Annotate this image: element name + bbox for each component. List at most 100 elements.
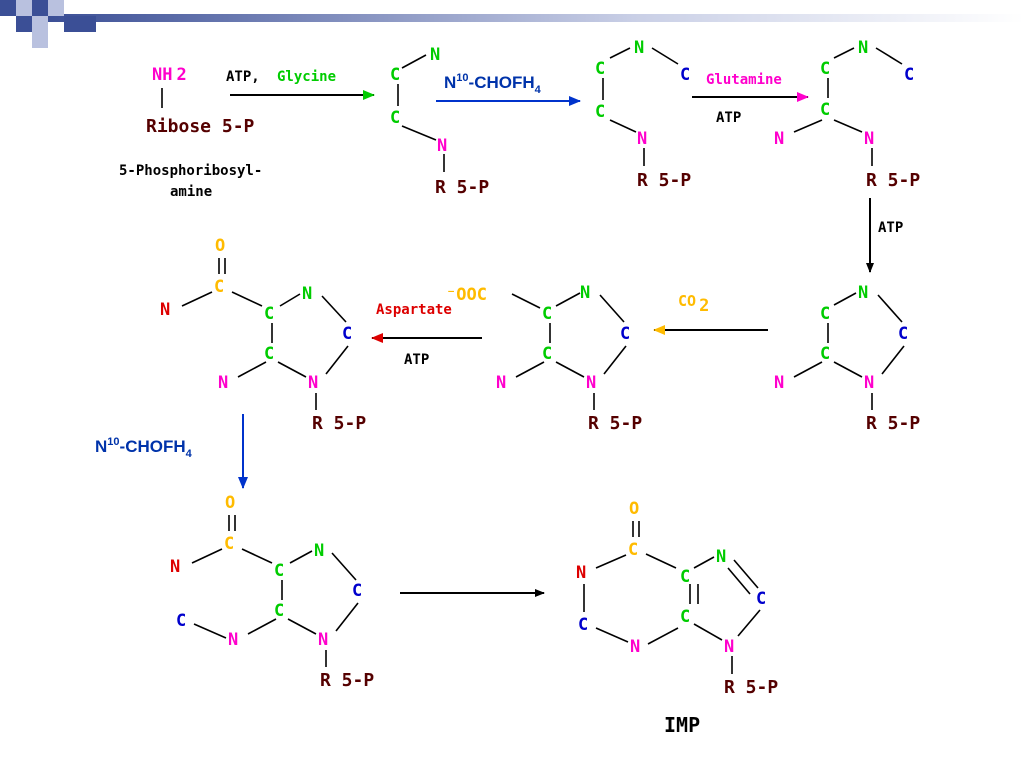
structure-faicar: O C N C N C C C N N R 5-P xyxy=(170,493,374,691)
reagent-glycine: Glycine xyxy=(277,69,336,85)
structure-cair: ⁻OOC C N C C N N R 5-P xyxy=(446,283,642,434)
header-square xyxy=(64,16,80,32)
header-square xyxy=(32,32,48,48)
r5p-label: R 5-P xyxy=(320,670,374,691)
r5p-label: R 5-P xyxy=(435,177,489,198)
atom-c: C xyxy=(176,611,186,631)
reaction-arrow-glycine: ATP, Glycine xyxy=(226,69,375,100)
header-square xyxy=(80,16,96,32)
atom-c: C xyxy=(390,65,400,85)
atom-c: C xyxy=(680,567,690,587)
atom-n: N xyxy=(858,283,868,303)
atom-n: N xyxy=(576,563,586,583)
atom-c: C xyxy=(274,561,284,581)
reagent-n10-chofh4: N10-CHOFH4 xyxy=(95,436,193,460)
atom-n: N xyxy=(170,557,180,577)
reaction-arrow-aspartate: Aspartate ATP xyxy=(371,302,482,368)
atom-n: N xyxy=(580,283,590,303)
atom-c: C xyxy=(542,344,552,364)
atom-c: C xyxy=(820,100,830,120)
reaction-arrow-glutamine: Glutamine ATP xyxy=(692,72,809,126)
atom-n: N xyxy=(318,630,328,650)
reaction-arrow-atp-cyclization: ATP xyxy=(866,198,903,273)
atom-c: C xyxy=(595,59,605,79)
header-gradient-bar xyxy=(48,14,1024,22)
reaction-arrow-formyl-2: N10-CHOFH4 xyxy=(95,414,248,489)
atom-c: C xyxy=(756,589,766,609)
r5p-label: R 5-P xyxy=(312,413,366,434)
structure-fgar: C N C C N R 5-P xyxy=(595,38,691,191)
compound-name-line1: 5-Phosphoribosyl- xyxy=(119,163,262,179)
atom-n: N xyxy=(496,373,506,393)
reagent-atp: ATP xyxy=(404,352,429,368)
structure-aicar: O C N C N C C N N R 5-P xyxy=(160,236,366,434)
header-square xyxy=(48,0,64,16)
structure-air: C N C C N N R 5-P xyxy=(774,283,920,434)
atom-c: C xyxy=(390,108,400,128)
header-square xyxy=(32,16,48,32)
atom-c: C xyxy=(904,65,914,85)
header-square xyxy=(0,0,16,16)
imp-label: IMP xyxy=(664,713,700,737)
reagent-aspartate: Aspartate xyxy=(376,302,452,318)
header-square xyxy=(16,0,32,16)
r5p-label: R 5-P xyxy=(588,413,642,434)
ribose-5p-label: Ribose 5-P xyxy=(146,116,255,137)
atom-n: N xyxy=(228,630,238,650)
atom-c: C xyxy=(578,615,588,635)
atom-c: C xyxy=(264,344,274,364)
r5p-label: R 5-P xyxy=(724,677,778,698)
atom-n: N xyxy=(308,373,318,393)
reagent-n10-chofh4: N10-CHOFH4 xyxy=(444,72,542,96)
structure-gar: C N C N R 5-P xyxy=(390,45,489,198)
atom-c: C xyxy=(214,277,224,297)
atom-n: N xyxy=(864,373,874,393)
atom-c: C xyxy=(264,304,274,324)
atom-n: N xyxy=(630,637,640,657)
atom-c: C xyxy=(898,324,908,344)
header-decoration xyxy=(0,0,1024,48)
atom-c: C xyxy=(542,304,552,324)
atom-c: C xyxy=(680,65,690,85)
atom-o: O xyxy=(215,236,225,256)
atom-n: N xyxy=(774,373,784,393)
reaction-arrow-formyl-1: N10-CHOFH4 xyxy=(436,72,581,106)
atom-c: C xyxy=(820,304,830,324)
header-square xyxy=(32,0,48,16)
atom-n: N xyxy=(437,136,447,156)
structure-fgam: C N C C N N R 5-P xyxy=(774,38,920,191)
atom-n: N xyxy=(430,45,440,65)
atom-n: N xyxy=(774,129,784,149)
r5p-label: R 5-P xyxy=(637,170,691,191)
atom-o: O xyxy=(629,499,639,519)
atom-c: C xyxy=(628,540,638,560)
atom-n: N xyxy=(586,373,596,393)
atom-c: C xyxy=(820,59,830,79)
r5p-label: R 5-P xyxy=(866,170,920,191)
atom-n: N xyxy=(724,637,734,657)
atom-c: C xyxy=(274,601,284,621)
atom-n: N xyxy=(314,541,324,561)
atom-c: C xyxy=(595,102,605,122)
atom-o: O xyxy=(225,493,235,513)
atom-n: N xyxy=(218,373,228,393)
reagent-atp: ATP xyxy=(878,220,903,236)
atom-n: N xyxy=(160,300,170,320)
structure-imp: O C N C C N C C N N R 5-P IMP xyxy=(576,499,778,737)
reagent-atp: ATP xyxy=(716,110,741,126)
reagent-atp: ATP, xyxy=(226,69,260,85)
atom-c: C xyxy=(680,607,690,627)
atom-c: C xyxy=(342,324,352,344)
coo-minus-label: ⁻OOC xyxy=(446,285,487,305)
reagent-glutamine: Glutamine xyxy=(706,72,782,88)
atom-n: N xyxy=(858,38,868,58)
r5p-label: R 5-P xyxy=(866,413,920,434)
atom-c: C xyxy=(820,344,830,364)
header-square xyxy=(16,16,32,32)
compound-name-line2: amine xyxy=(170,184,212,200)
